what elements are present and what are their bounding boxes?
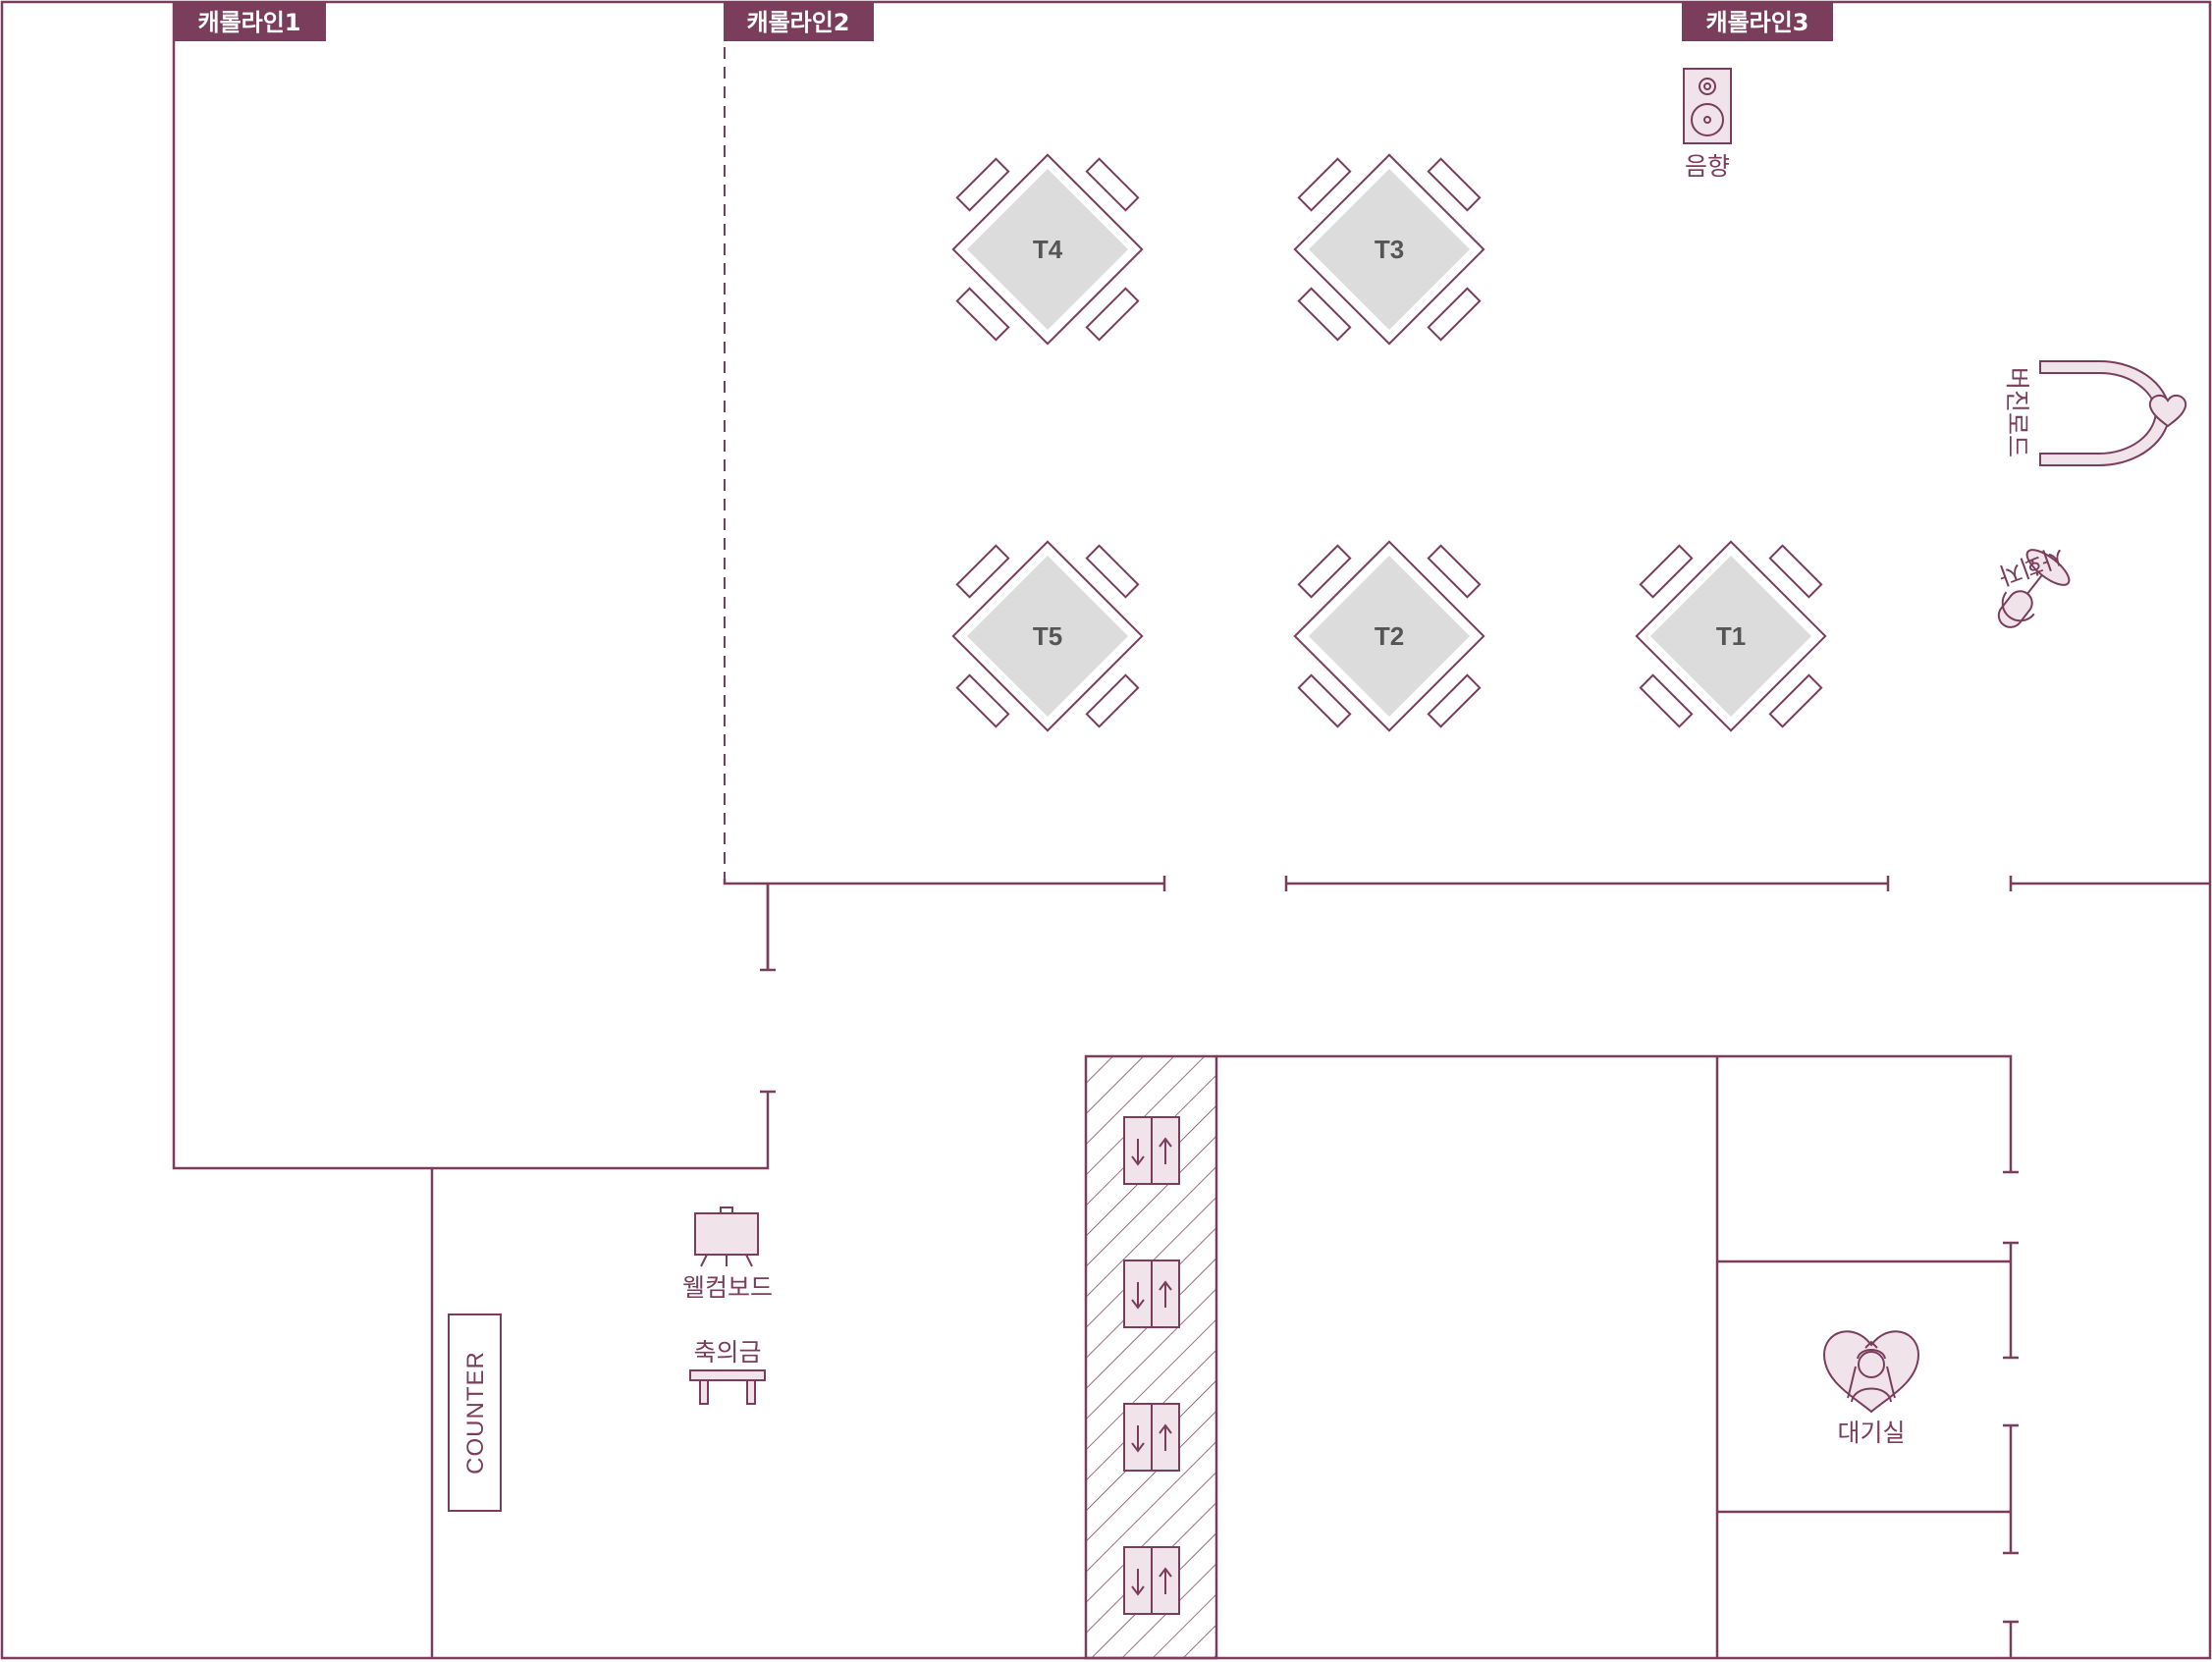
speaker-icon	[1683, 68, 1732, 144]
bride-icon	[1822, 1330, 1920, 1414]
table-icon	[689, 1369, 766, 1405]
counter-box	[448, 1314, 502, 1512]
chair	[1085, 544, 1140, 599]
chair	[1427, 673, 1482, 728]
elevator-icon	[1123, 1403, 1180, 1472]
table-label: T1	[1716, 621, 1746, 651]
chair	[955, 287, 1010, 342]
chair	[1085, 287, 1140, 342]
table-t5[interactable]: T5	[951, 540, 1144, 732]
chair	[1427, 544, 1482, 599]
chair	[1297, 673, 1352, 728]
table-t2[interactable]: T2	[1293, 540, 1485, 732]
chair	[1297, 544, 1352, 599]
chair	[1427, 287, 1482, 342]
tab-label: 캐롤라인1	[197, 9, 300, 36]
tab-label: 캐롤라인3	[1705, 9, 1808, 36]
elevator-group	[1123, 1116, 1180, 1615]
hall-2-bottom-wall	[723, 879, 1164, 885]
chair	[955, 544, 1010, 599]
table-label: T4	[1033, 235, 1063, 264]
table-label: T5	[1033, 621, 1062, 651]
chair	[1768, 673, 1823, 728]
elevator-icon	[1123, 1260, 1180, 1328]
chair	[955, 157, 1010, 212]
welcome-board-label: 웰컴보드	[682, 1273, 773, 1302]
chair	[1085, 157, 1140, 212]
table-label: T2	[1375, 621, 1404, 651]
elevator-icon	[1123, 1546, 1180, 1615]
table-t4[interactable]: T4	[951, 153, 1144, 346]
chair	[1639, 673, 1694, 728]
lower-room-wall	[1216, 1054, 2013, 1172]
table-label: T3	[1375, 235, 1404, 264]
tab-caroline-1[interactable]: 캐롤라인1	[174, 2, 326, 41]
tab-caroline-2[interactable]: 캐롤라인2	[724, 2, 874, 41]
sound-label: 음향	[1685, 152, 1730, 181]
waiting-room-label: 대기실	[1837, 1419, 1905, 1447]
chair	[1085, 673, 1140, 728]
table-t3[interactable]: T3	[1293, 153, 1485, 346]
chair	[1297, 157, 1352, 212]
arch-icon	[2039, 359, 2187, 466]
virgin-road-label: 버진로드	[2003, 367, 2031, 457]
tab-caroline-3[interactable]: 캐롤라인3	[1682, 2, 1833, 41]
hall-1-wall	[172, 2, 770, 1170]
microphone-icon	[1997, 549, 2071, 628]
chair	[1297, 287, 1352, 342]
chair	[1639, 544, 1694, 599]
chair	[1768, 544, 1823, 599]
gift-money-label: 축의금	[693, 1338, 761, 1367]
easel-icon	[694, 1206, 759, 1267]
chair	[955, 673, 1010, 728]
counter-label: COUNTER	[462, 1351, 489, 1474]
table-t1[interactable]: T1	[1635, 540, 1827, 732]
elevator-icon	[1123, 1116, 1180, 1185]
tab-label: 캐롤라인2	[746, 9, 849, 36]
chair	[1427, 157, 1482, 212]
